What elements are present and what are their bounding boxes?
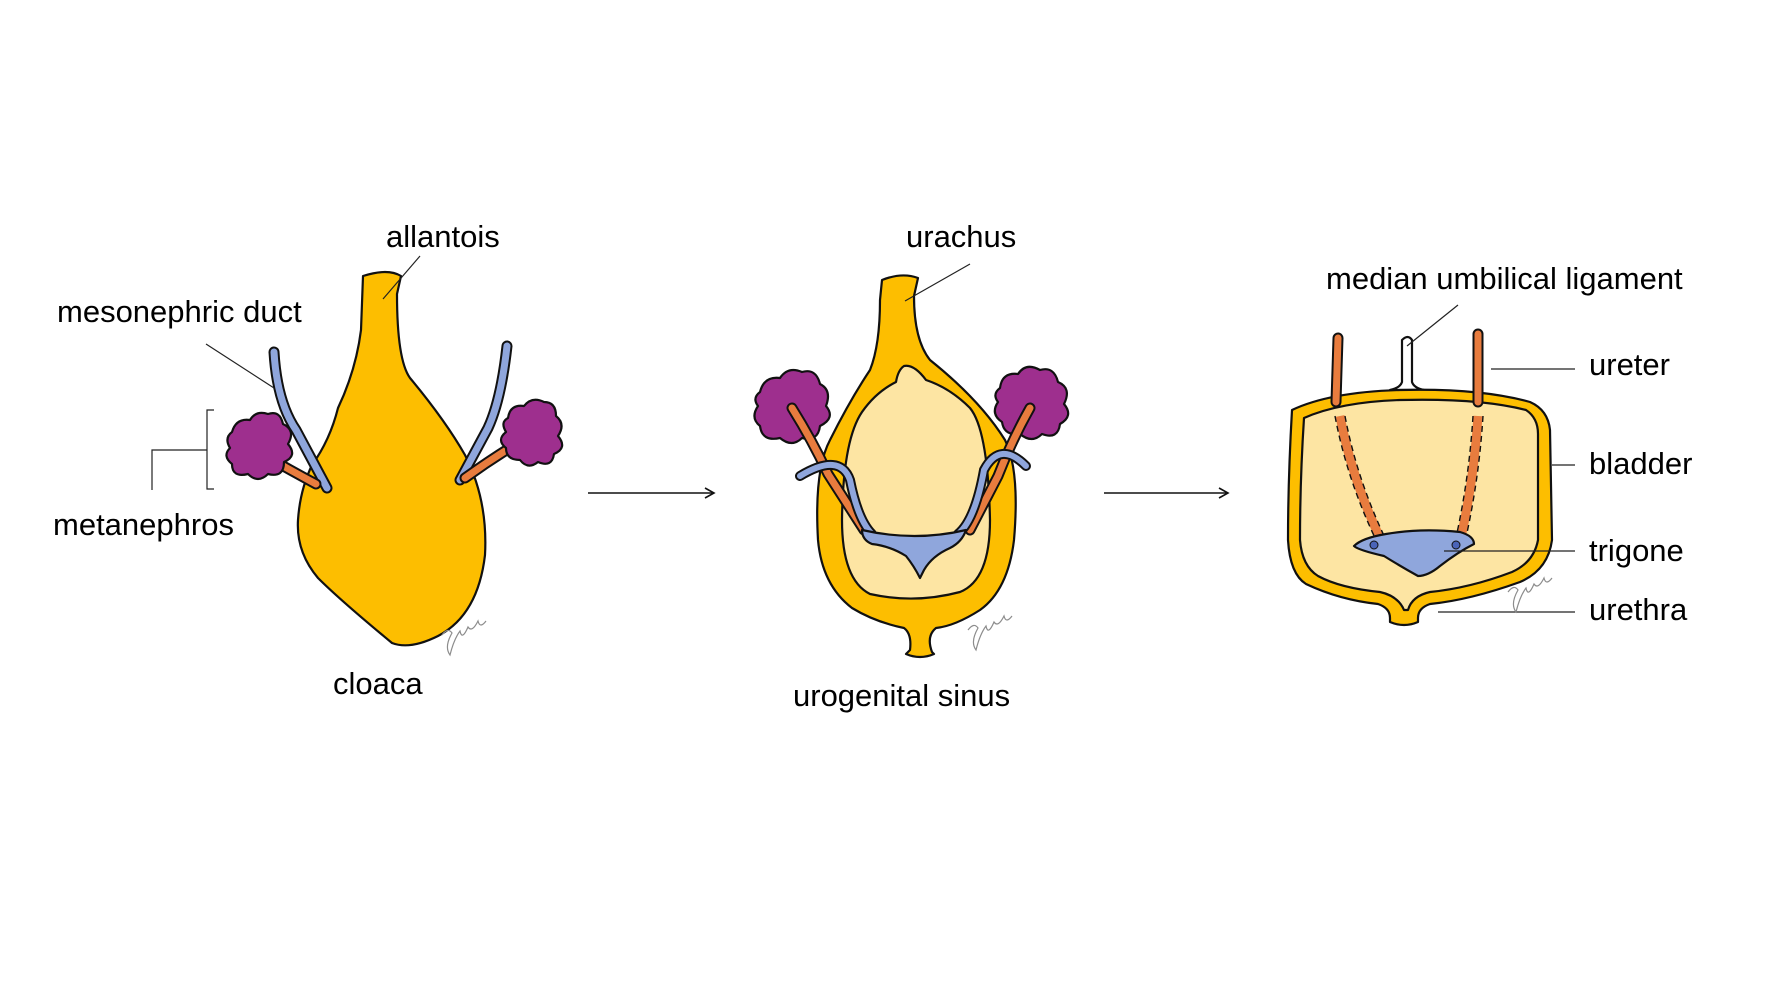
left-metanephros <box>225 411 294 481</box>
label-mesonephric-duct: mesonephric duct <box>57 294 302 329</box>
trigone-shape <box>1352 529 1476 578</box>
median-umbilical-ligament-shape <box>1388 335 1426 392</box>
panel-cloaca-stage <box>151 255 564 657</box>
urachus-leader <box>904 263 971 302</box>
label-trigone: trigone <box>1589 533 1684 568</box>
trigone-precursor <box>860 528 968 580</box>
left-ureter-2 <box>788 404 868 534</box>
label-bladder: bladder <box>1589 446 1692 481</box>
metanephros-bracket <box>151 409 214 490</box>
right-ureteric-orifice <box>1451 540 1461 550</box>
label-ureter: ureter <box>1589 347 1670 382</box>
label-allantois: allantois <box>386 219 500 254</box>
median-umbilical-ligament-leader <box>1406 304 1459 347</box>
right-ureter-2 <box>966 404 1034 534</box>
artist-signature-3 <box>1507 576 1553 614</box>
right-mesonephric-duct-2 <box>955 451 1029 537</box>
label-median-umbilical-ligament: median umbilical ligament <box>1326 261 1683 296</box>
label-urethra: urethra <box>1589 592 1688 627</box>
label-urachus: urachus <box>906 219 1016 254</box>
label-urogenital-sinus: urogenital sinus <box>793 678 1010 713</box>
artist-signature <box>441 619 487 657</box>
right-metanephros <box>499 398 564 467</box>
label-cloaca: cloaca <box>333 666 423 701</box>
label-metanephros: metanephros <box>53 507 234 542</box>
panel-bladder-stage <box>1286 304 1575 627</box>
artist-signature-2 <box>967 614 1013 652</box>
cloaca-shape <box>296 270 487 647</box>
mesonephric-duct-leader <box>205 343 275 389</box>
left-mesonephric-duct-2 <box>797 461 875 537</box>
left-ureteric-orifice <box>1369 540 1379 550</box>
allantois-leader <box>382 255 421 300</box>
panel-urogenital-sinus-stage <box>753 263 1070 659</box>
